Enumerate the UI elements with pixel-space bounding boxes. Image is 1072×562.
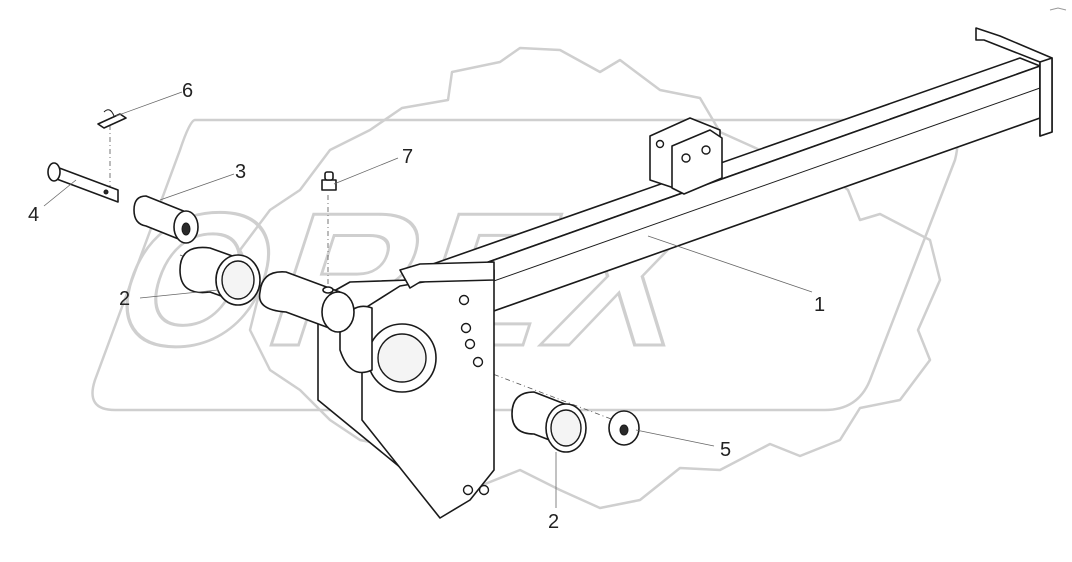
bushing-upper-bore: [221, 260, 255, 300]
plate-hole-4: [472, 356, 484, 368]
part-6-cotter-pin: [97, 109, 127, 129]
leader-4: [43, 179, 77, 207]
part-1-frame: [317, 27, 1053, 519]
boss-bore: [377, 333, 427, 383]
cotter-pin-eye: [103, 109, 115, 117]
leader-3: [159, 173, 235, 201]
callout-6: 6: [182, 80, 193, 102]
part-3-sleeve: [133, 195, 199, 244]
leader-6: [115, 91, 183, 117]
corner-mark: [1049, 7, 1067, 11]
tube-edge-line: [439, 87, 1041, 301]
callout-labels: 1 2 2 3 4 5 6 7: [28, 80, 825, 533]
part-2-bushing-upper: [179, 246, 261, 306]
leader-2a: [139, 289, 219, 299]
callout-2a: 2: [119, 288, 130, 310]
pivot-tube-body: [258, 271, 341, 333]
callout-7: 7: [402, 146, 413, 168]
leader-1: [647, 235, 813, 293]
leader-5: [635, 429, 715, 447]
callout-4: 4: [28, 204, 39, 226]
callout-3: 3: [235, 161, 246, 183]
fitting-port: [322, 286, 334, 294]
mount-channel: [399, 261, 495, 289]
plate-hole-3: [464, 338, 476, 350]
square-tube-top-face: [409, 57, 1041, 283]
fitting-nipple: [324, 171, 334, 181]
pivot-tube: [258, 271, 355, 333]
plate-hole-1: [458, 294, 470, 306]
pin-cross-hole: [103, 189, 109, 195]
callout-1: 1: [814, 294, 825, 316]
part-4-pin: [47, 162, 119, 203]
pin-shaft: [53, 165, 119, 203]
bushing-lower-bore: [550, 409, 582, 447]
fitting-hex: [321, 179, 337, 191]
lug-hole-2: [701, 145, 711, 155]
pin-head: [47, 162, 61, 182]
cotter-pin-shape: [97, 113, 127, 129]
callout-2b: 2: [548, 511, 559, 533]
leader-7: [333, 157, 399, 185]
part-7-grease-fitting: [321, 171, 337, 294]
plate-hole-5: [462, 484, 474, 496]
bracket-lug-front: [671, 129, 723, 195]
plate-hole-2: [460, 322, 472, 334]
pivot-tube-end: [321, 291, 355, 333]
washer-hole: [619, 424, 629, 436]
callout-5: 5: [720, 439, 731, 461]
leader-lines: [43, 91, 813, 508]
center-lines: [109, 125, 641, 431]
sleeve-bore: [181, 222, 191, 236]
plate-hole-6: [478, 484, 490, 496]
sleeve-body: [133, 195, 187, 243]
part-5-washer: [608, 410, 640, 446]
mount-plate-front: [361, 269, 495, 519]
lug-hole-3: [655, 139, 665, 149]
lug-hole-1: [681, 153, 691, 163]
tube-end-plate-face: [1039, 57, 1053, 137]
watermark-gear-outline: [238, 46, 942, 510]
main-axis-line: [179, 254, 641, 431]
part-2-bushing-lower: [511, 391, 587, 453]
